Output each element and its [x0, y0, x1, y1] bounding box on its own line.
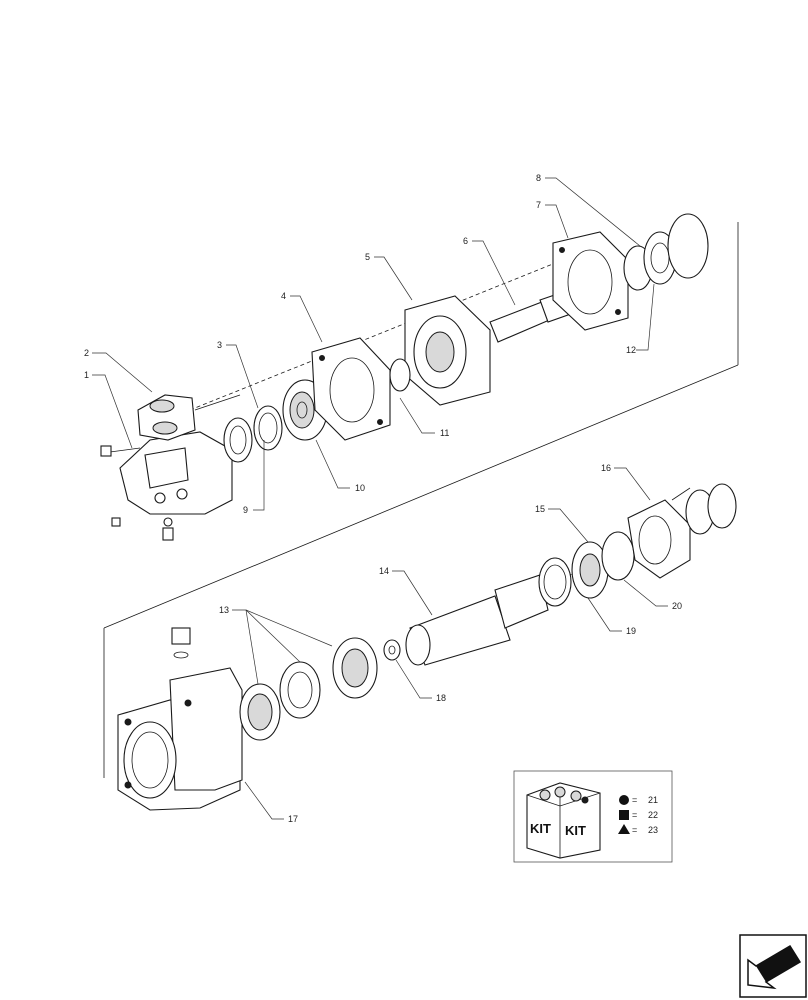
- callout-18: 18: [395, 659, 446, 703]
- part-valve-body: [100, 394, 241, 541]
- callout-12: 12: [626, 283, 655, 355]
- part-flange-plate: [552, 231, 629, 331]
- callout-20: 20: [623, 579, 682, 611]
- svg-text:9: 9: [243, 505, 248, 515]
- svg-text:23: 23: [648, 825, 658, 835]
- legend-row-circle: = 21: [619, 795, 658, 805]
- part-end-plate: [311, 337, 391, 441]
- svg-text:=: =: [632, 795, 637, 805]
- part-output-housing: [117, 627, 243, 811]
- svg-text:=: =: [632, 825, 637, 835]
- callout-10: 10: [315, 439, 365, 493]
- part-bearing-oring: [623, 213, 709, 291]
- part-bearing-stack: [538, 531, 635, 607]
- callout-4: 4: [281, 291, 323, 343]
- svg-text:16: 16: [601, 463, 611, 473]
- svg-text:18: 18: [436, 693, 446, 703]
- callout-9: 9: [243, 440, 265, 515]
- callout-14: 14: [379, 566, 433, 616]
- kit-label-left: KIT: [530, 821, 551, 836]
- part-output-shaft: [405, 574, 549, 666]
- svg-text:2: 2: [84, 348, 89, 358]
- svg-text:19: 19: [626, 626, 636, 636]
- legend-row-triangle: = 23: [618, 824, 658, 835]
- callouts: 1 2 3 4 5 6 7 8: [84, 173, 682, 824]
- kit-box-icon: KIT KIT: [526, 782, 601, 859]
- callout-15: 15: [535, 504, 589, 543]
- kit-label-right: KIT: [565, 823, 586, 838]
- callout-11: 11: [399, 397, 449, 438]
- part-washer: [383, 639, 401, 661]
- svg-text:14: 14: [379, 566, 389, 576]
- callout-3: 3: [217, 340, 259, 409]
- svg-text:22: 22: [648, 810, 658, 820]
- svg-text:3: 3: [217, 340, 222, 350]
- svg-text:5: 5: [365, 252, 370, 262]
- svg-text:17: 17: [288, 814, 298, 824]
- svg-text:20: 20: [672, 601, 682, 611]
- svg-text:4: 4: [281, 291, 286, 301]
- kit-legend: KIT KIT = 21 = 22 = 23: [513, 770, 673, 863]
- part-cover-plate: [627, 483, 737, 579]
- callout-19: 19: [587, 597, 636, 636]
- svg-text:12: 12: [626, 345, 636, 355]
- svg-text:13: 13: [219, 605, 229, 615]
- callout-7: 7: [536, 200, 569, 239]
- part-seal-rings: [223, 405, 283, 463]
- legend-row-square: = 22: [619, 810, 658, 820]
- svg-text:15: 15: [535, 504, 545, 514]
- part-housing-plate: [389, 295, 491, 406]
- callout-6: 6: [463, 236, 516, 306]
- svg-text:21: 21: [648, 795, 658, 805]
- svg-text:7: 7: [536, 200, 541, 210]
- callout-16: 16: [601, 463, 651, 501]
- callout-17: 17: [244, 781, 298, 824]
- svg-text:=: =: [632, 810, 637, 820]
- svg-text:10: 10: [355, 483, 365, 493]
- callout-2: 2: [84, 348, 153, 393]
- callout-5: 5: [365, 252, 413, 301]
- callout-13: 13: [219, 605, 333, 685]
- svg-text:8: 8: [536, 173, 541, 183]
- callout-8: 8: [536, 173, 641, 247]
- svg-text:6: 6: [463, 236, 468, 246]
- callout-1: 1: [84, 370, 133, 449]
- part-roller-bearings: [239, 637, 378, 741]
- svg-text:11: 11: [440, 428, 449, 438]
- previous-page-arrow-icon[interactable]: [739, 934, 807, 998]
- svg-text:1: 1: [84, 370, 89, 380]
- part-gear-set: [282, 379, 328, 441]
